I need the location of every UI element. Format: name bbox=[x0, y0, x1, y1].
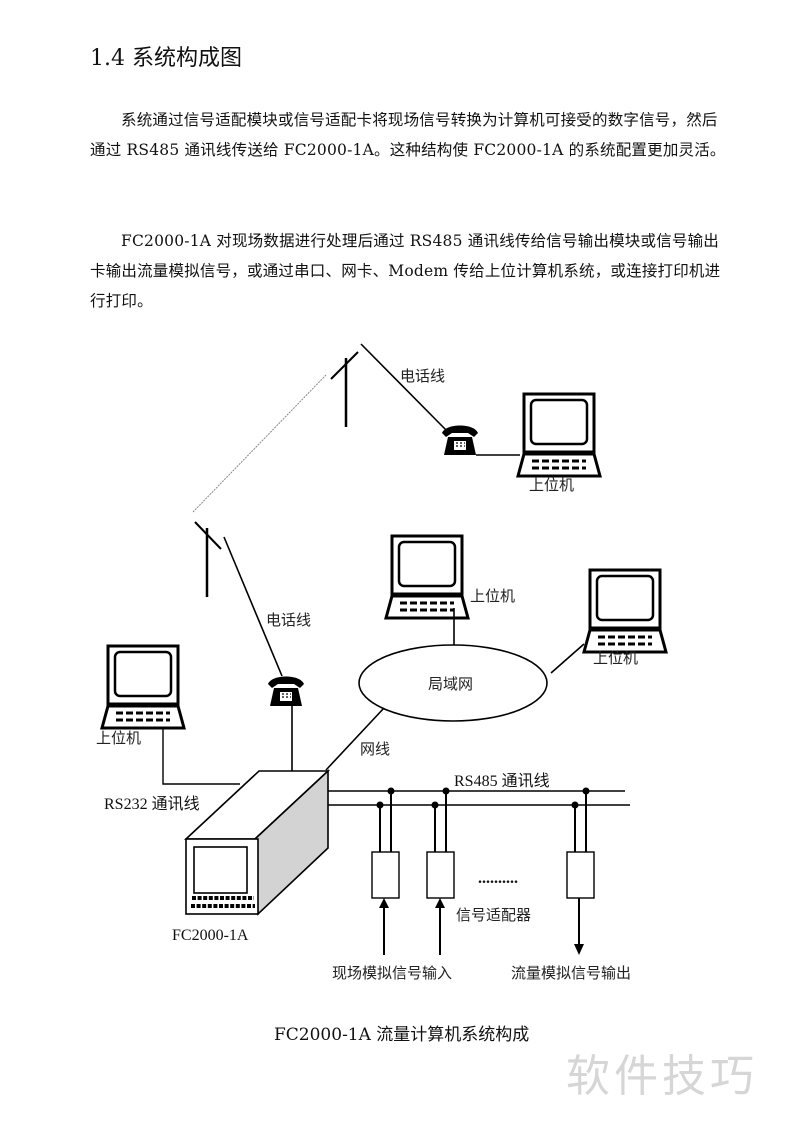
paragraph-1: 系统通过信号适配模块或信号适配卡将现场信号转换为计算机可接受的数字信号，然后通过… bbox=[90, 111, 726, 159]
lan-label: 局域网 bbox=[428, 675, 473, 693]
figure-caption: FC2000-1A 流量计算机系统构成 bbox=[274, 1025, 530, 1045]
flow-computer-icon bbox=[183, 769, 331, 916]
wireless-link bbox=[192, 374, 327, 513]
host-remote-label: 上位机 bbox=[529, 476, 574, 494]
computer-icon-remote bbox=[516, 392, 602, 478]
host-lan-1-label: 上位机 bbox=[470, 587, 515, 605]
signal-adapter-1 bbox=[371, 787, 400, 955]
watermark: 软件技巧 bbox=[566, 1051, 758, 1102]
device-label: FC2000-1A bbox=[172, 927, 249, 944]
computer-icon-local bbox=[100, 644, 186, 730]
paragraph-2: FC2000-1A 对现场数据进行处理后通过 RS485 通讯线传给信号输出模块… bbox=[90, 232, 721, 310]
ellipsis: .......... bbox=[478, 870, 518, 887]
phone-line-top-label: 电话线 bbox=[400, 367, 445, 385]
computer-icon-lan-1 bbox=[384, 534, 470, 620]
computer-icon-lan-2 bbox=[582, 568, 668, 654]
phone-line-top bbox=[360, 343, 449, 433]
input-label: 现场模拟信号输入 bbox=[332, 964, 452, 982]
telephone-icon-top bbox=[441, 424, 479, 456]
antenna-icon-left bbox=[194, 521, 222, 597]
section-heading: 1.4 系统构成图 bbox=[90, 46, 242, 71]
host-lan-2-label: 上位机 bbox=[593, 649, 638, 667]
antenna-icon-top bbox=[330, 351, 359, 427]
rs232-label: RS232 通讯线 bbox=[104, 795, 200, 813]
signal-adapter-2 bbox=[426, 787, 455, 955]
adapter-label: 信号适配器 bbox=[456, 906, 531, 924]
signal-adapter-3 bbox=[566, 787, 595, 955]
telephone-icon-left bbox=[267, 675, 305, 707]
rs485-label: RS485 通讯线 bbox=[454, 772, 550, 790]
phone-line-left bbox=[223, 536, 283, 677]
output-label: 流量模拟信号输出 bbox=[511, 964, 631, 982]
network-cable-label: 网线 bbox=[360, 740, 390, 758]
phone-line-left-label: 电话线 bbox=[266, 611, 311, 629]
host-local-label: 上位机 bbox=[96, 729, 141, 747]
lan-ellipse bbox=[358, 644, 548, 722]
